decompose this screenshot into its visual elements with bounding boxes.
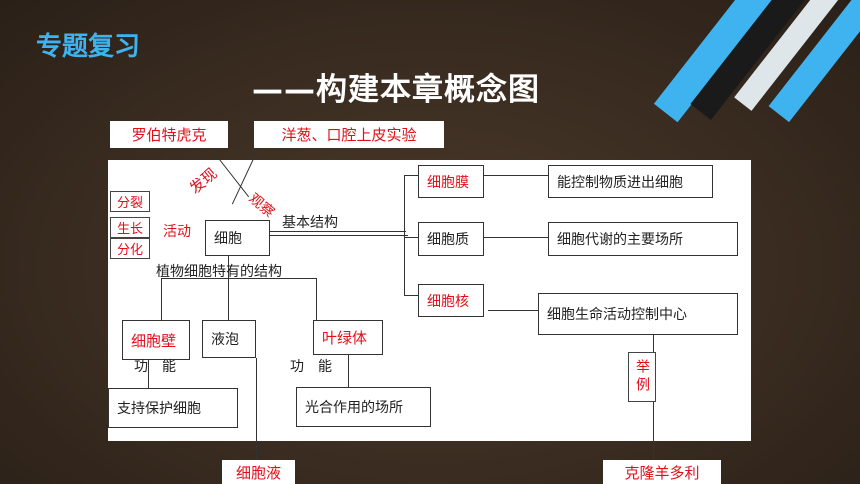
label-cell-sap: 细胞液 — [222, 460, 295, 484]
connector — [348, 355, 349, 387]
label-scientist: 罗伯特虎克 — [110, 121, 228, 148]
concept-map-panel: 分裂 生长 分化 活动 发现 观察 细胞 基本结构 植物细胞特有的结构 细胞膜 … — [108, 147, 751, 465]
connector — [316, 278, 317, 320]
connector — [161, 278, 316, 279]
activity-division: 分裂 — [110, 191, 150, 212]
observe-label: 观察 — [245, 190, 278, 221]
activity-differentiation: 分化 — [110, 238, 150, 259]
connector — [404, 175, 418, 176]
discover-label: 发现 — [186, 164, 221, 198]
structure-nucleus: 细胞核 — [418, 284, 484, 317]
function-label-1: 功能 — [134, 359, 190, 375]
label-dolly: 克隆羊多利 — [603, 460, 721, 484]
plant-vacuole: 液泡 — [202, 320, 256, 358]
section-title: 专题复习 — [36, 32, 141, 62]
plant-structure-label: 植物细胞特有的结构 — [156, 264, 282, 280]
activity-label: 活动 — [163, 224, 191, 240]
connector — [148, 360, 149, 388]
cell-node: 细胞 — [205, 220, 270, 256]
page-title: ——构建本章概念图 — [252, 72, 540, 108]
basic-structure-label: 基本结构 — [282, 215, 338, 231]
structure-cytoplasm: 细胞质 — [418, 222, 484, 256]
connector — [268, 235, 408, 236]
connector — [481, 237, 549, 238]
connector — [161, 278, 162, 320]
function-label-2: 功能 — [290, 359, 346, 375]
activity-growth: 生长 — [110, 217, 150, 238]
connector — [404, 237, 418, 238]
plant-cell-wall: 细胞壁 — [122, 320, 190, 360]
connector — [216, 231, 406, 232]
function-nucleus: 细胞生命活动控制中心 — [538, 293, 738, 335]
function-cell-wall: 支持保护细胞 — [108, 388, 238, 428]
label-experiment: 洋葱、口腔上皮实验 — [254, 121, 444, 148]
connector — [256, 358, 257, 463]
connector — [228, 250, 229, 320]
connector — [404, 295, 418, 296]
connector — [404, 175, 405, 295]
plant-chloroplast: 叶绿体 — [313, 320, 383, 355]
function-chloroplast: 光合作用的场所 — [296, 387, 431, 427]
example-label: 举例 — [628, 352, 656, 402]
function-membrane: 能控制物质进出细胞 — [548, 165, 713, 198]
connector — [488, 310, 538, 311]
structure-membrane: 细胞膜 — [418, 165, 484, 198]
function-cytoplasm: 细胞代谢的主要场所 — [548, 222, 738, 256]
connector — [481, 175, 549, 176]
